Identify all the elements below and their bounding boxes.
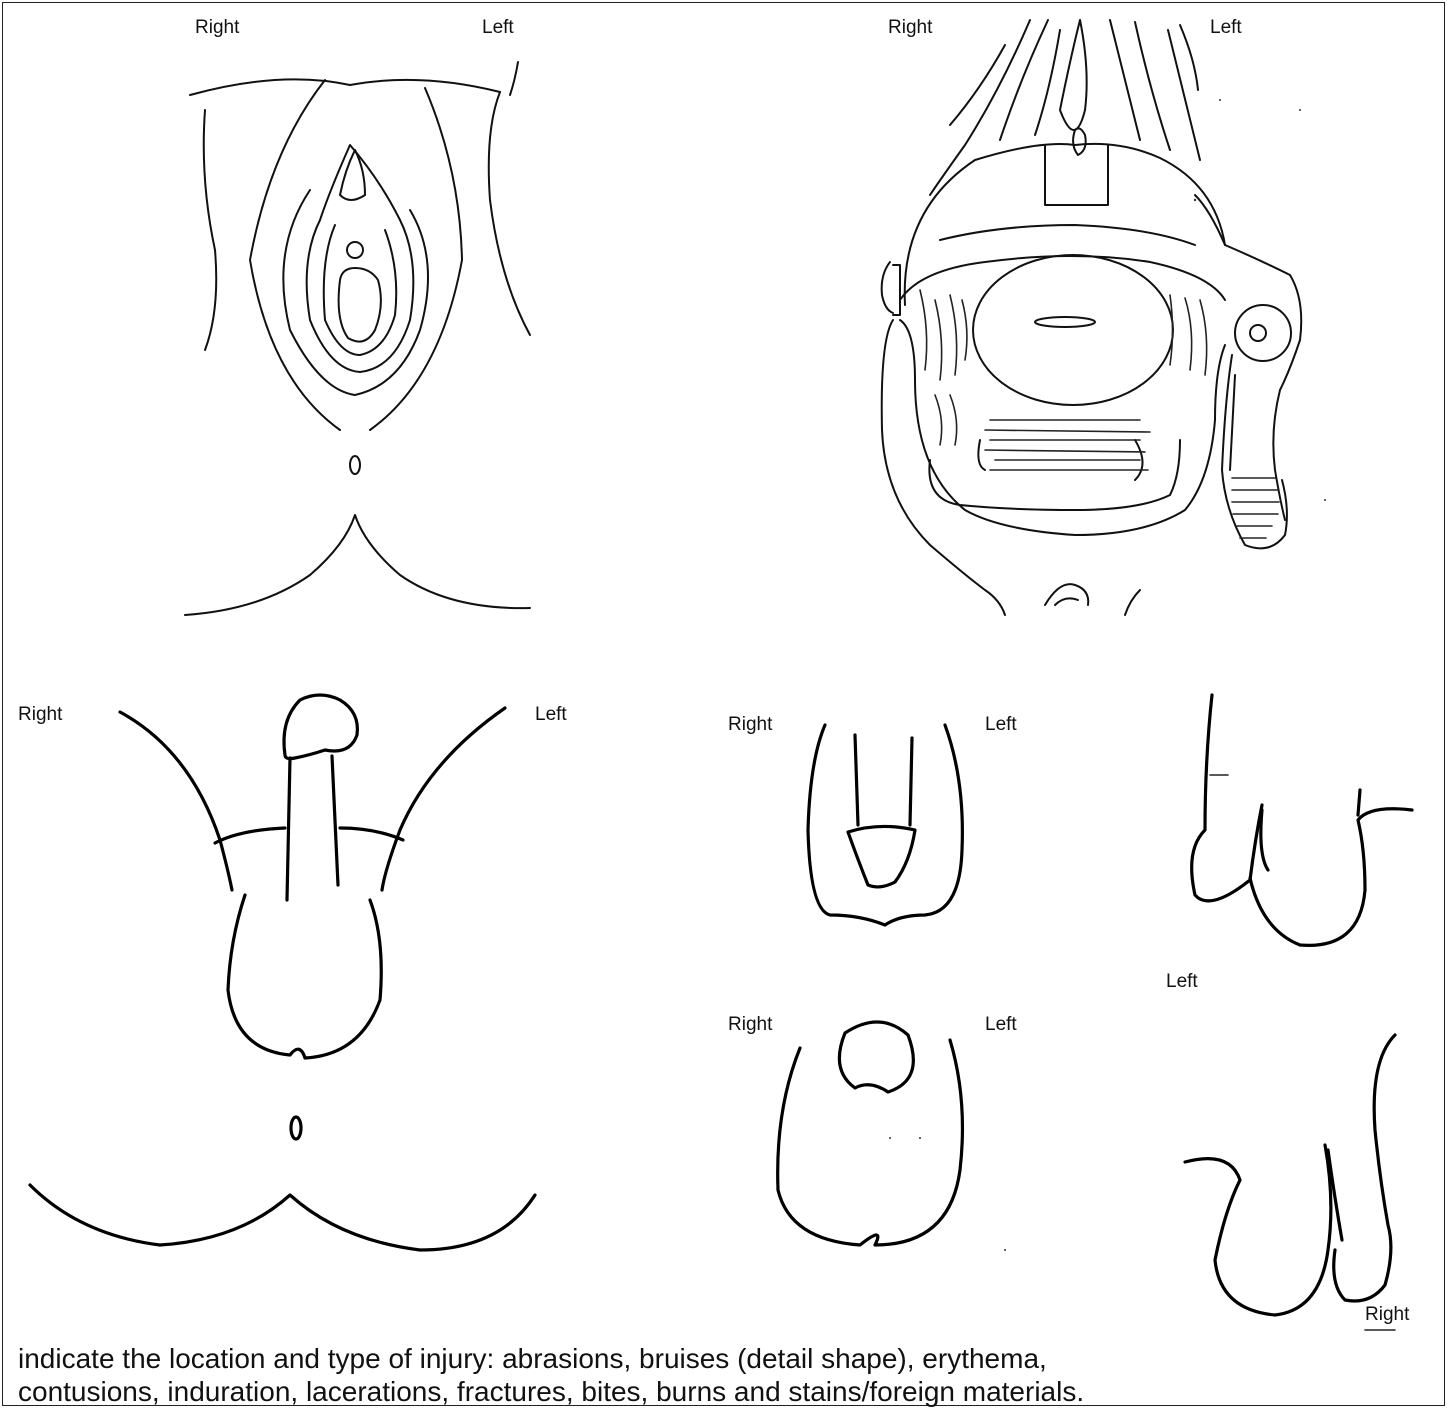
label-right-male-anterior: Right <box>18 705 62 724</box>
label-right-penis-bottom: Right <box>728 1015 772 1034</box>
injury-instructions: indicate the location and type of injury… <box>18 1342 1428 1408</box>
penis-front-bottom-diagram[interactable] <box>778 1022 963 1245</box>
label-right-profile: Right <box>1365 1305 1409 1324</box>
label-right-female-external: Right <box>195 18 239 37</box>
penis-front-top-diagram[interactable] <box>808 725 962 925</box>
male-anterior-diagram[interactable] <box>30 695 535 1250</box>
label-left-female-external: Left <box>482 18 514 37</box>
label-left-penis-bottom: Left <box>985 1015 1017 1034</box>
label-right-penis-top: Right <box>728 715 772 734</box>
instructions-line-1: indicate the location and type of injury… <box>18 1342 1428 1375</box>
female-external-diagram[interactable] <box>185 62 530 615</box>
label-left-profile: Left <box>1166 972 1198 991</box>
label-left-penis-top: Left <box>985 715 1017 734</box>
label-right-speculum: Right <box>888 18 932 37</box>
label-left-speculum: Left <box>1210 18 1242 37</box>
speculum-view-diagram[interactable] <box>882 20 1302 615</box>
profile-top-diagram[interactable] <box>1192 695 1412 945</box>
label-left-male-anterior: Left <box>535 705 567 724</box>
instructions-line-2: contusions, induration, lacerations, fra… <box>18 1375 1428 1408</box>
scan-specks <box>889 99 1326 1251</box>
